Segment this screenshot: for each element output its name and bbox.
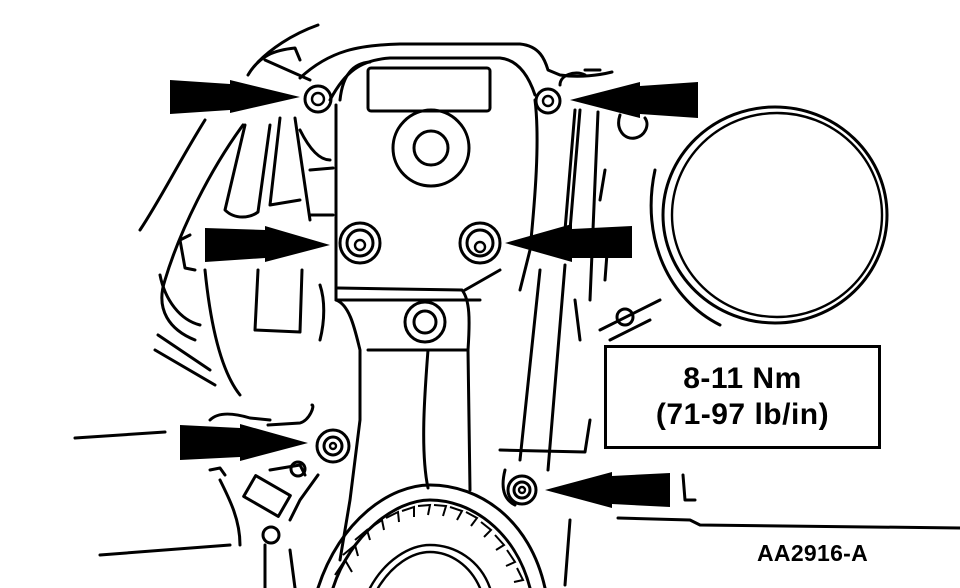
bolt-mid-right bbox=[458, 221, 502, 265]
bolt-top-right bbox=[534, 87, 562, 115]
torque-spec-metric: 8-11 Nm bbox=[683, 362, 802, 395]
arrow-mid-left-icon bbox=[205, 226, 330, 262]
right-engine-detail bbox=[558, 68, 889, 342]
arrow-low-left-icon bbox=[180, 424, 308, 461]
figure-id-label: AA2916-A bbox=[757, 540, 869, 566]
torque-spec-imperial: (71-97 lb/in) bbox=[655, 398, 830, 431]
arrow-mid-right-icon bbox=[505, 224, 632, 262]
bolt-low-right bbox=[506, 474, 538, 506]
arrow-top-left-icon bbox=[170, 80, 300, 114]
bolt-mid-left bbox=[338, 221, 382, 265]
lower-right-detail bbox=[501, 468, 960, 587]
timing-cover-outline bbox=[298, 42, 614, 562]
bolt-low-left bbox=[315, 428, 351, 464]
crank-sprocket bbox=[316, 483, 547, 588]
arrow-low-right-icon bbox=[545, 472, 670, 508]
torque-spec-callout: 8-11 Nm (71-97 lb/in) bbox=[604, 345, 881, 449]
lower-left-detail bbox=[73, 403, 320, 588]
left-engine-detail bbox=[138, 23, 335, 397]
bolt-top-left bbox=[303, 84, 333, 114]
arrow-top-right-icon bbox=[570, 82, 698, 118]
arrows bbox=[170, 80, 698, 508]
